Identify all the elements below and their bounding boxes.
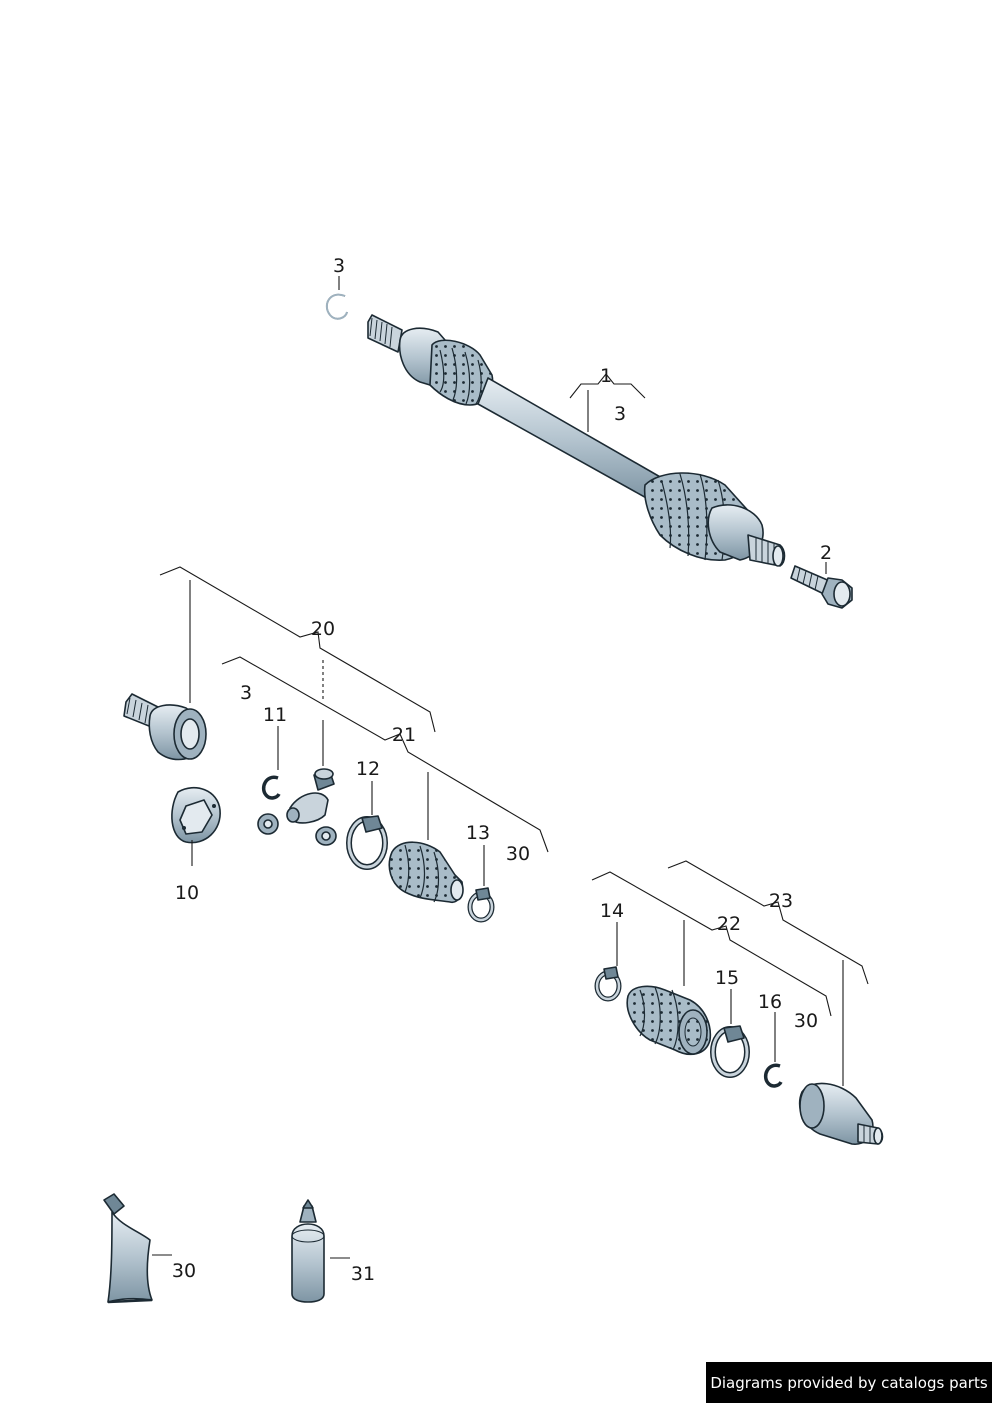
label-2: 2	[820, 542, 832, 564]
label-11: 11	[263, 704, 287, 726]
clamp-part-12	[346, 815, 388, 870]
label-10: 10	[175, 882, 199, 904]
label-14: 14	[600, 900, 624, 922]
credit-text: Diagrams provided by catalogs parts	[710, 1373, 988, 1392]
clamp-part-14	[594, 966, 622, 1002]
callout-labels: 3 1 3 2 20 3 11 21 12 13 30 10 23 14 22 …	[172, 255, 832, 1285]
label-3-top: 3	[333, 255, 345, 277]
label-30-tube: 30	[172, 1260, 196, 1282]
credit-banner: Diagrams provided by catalogs parts	[706, 1362, 992, 1403]
label-15: 15	[715, 967, 739, 989]
tripod-spider	[257, 768, 337, 846]
label-30-outer: 30	[794, 1010, 818, 1032]
clamp-part-13	[467, 887, 495, 923]
boot-part-22	[626, 985, 712, 1056]
circlip-part-3-top	[325, 293, 348, 320]
clamp-part-15	[710, 1025, 750, 1078]
drive-shaft-part-1	[367, 314, 786, 567]
label-16: 16	[758, 991, 782, 1013]
label-30-inner: 30	[506, 843, 530, 865]
leader-lines	[152, 276, 869, 1259]
outer-cv-joint-part-23	[798, 1082, 884, 1145]
label-1: 1	[600, 365, 612, 387]
bolt-part-2	[790, 565, 853, 609]
circlip-part-16	[763, 1063, 783, 1088]
flange-ring-part-10	[171, 786, 221, 844]
grease-tube-part-30	[103, 1193, 153, 1304]
label-20: 20	[311, 618, 335, 640]
label-3-shaft: 3	[614, 403, 626, 425]
boot-part-21	[388, 841, 464, 904]
label-3-joint: 3	[240, 682, 252, 704]
label-21: 21	[392, 724, 416, 746]
label-31: 31	[351, 1263, 375, 1285]
label-12: 12	[356, 758, 380, 780]
circlip-part-11	[261, 775, 281, 800]
label-23: 23	[769, 890, 793, 912]
bottle-part-31	[291, 1199, 325, 1303]
label-13: 13	[466, 822, 490, 844]
outer-joint-part-20	[123, 693, 207, 761]
label-22: 22	[717, 913, 741, 935]
